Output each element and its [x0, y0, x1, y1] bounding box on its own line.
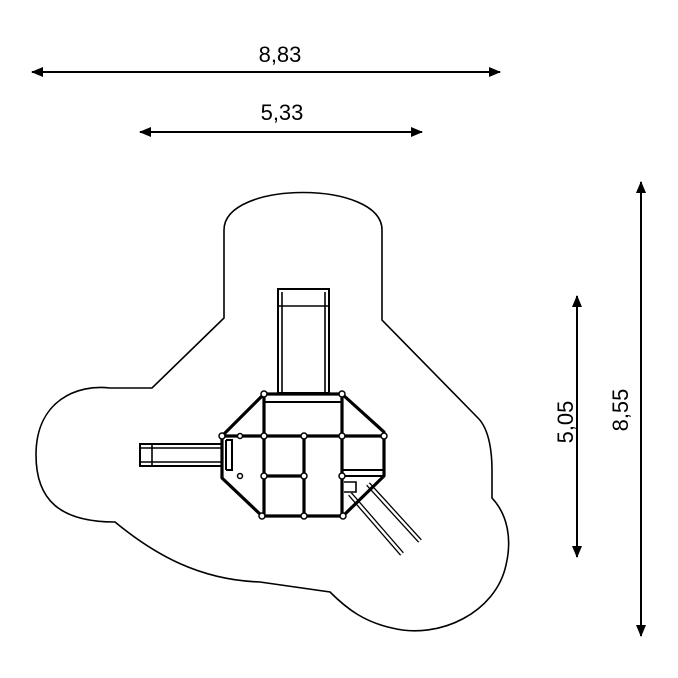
- slide-left: [139, 443, 223, 467]
- dimension-label-structure-width: 5,33: [261, 100, 304, 125]
- ladder-diagonal: [348, 482, 422, 556]
- dimension-label-structure-depth: 5,05: [553, 401, 578, 444]
- platform-posts: [218, 390, 388, 520]
- slide-top: [277, 288, 330, 394]
- dimension-overall-width: 8,83: [31, 42, 501, 77]
- dimension-structure-width: 5,33: [139, 100, 423, 137]
- platform-inner-walls: [222, 394, 384, 516]
- safety-zone-outline: [35, 191, 510, 632]
- dimension-structure-depth: 5,05: [553, 295, 582, 558]
- play-structure: [139, 288, 422, 556]
- dimension-overall-depth: 8,55: [608, 181, 646, 637]
- dimension-label-overall-depth: 8,55: [608, 389, 633, 432]
- dimension-label-overall-width: 8,83: [259, 42, 302, 67]
